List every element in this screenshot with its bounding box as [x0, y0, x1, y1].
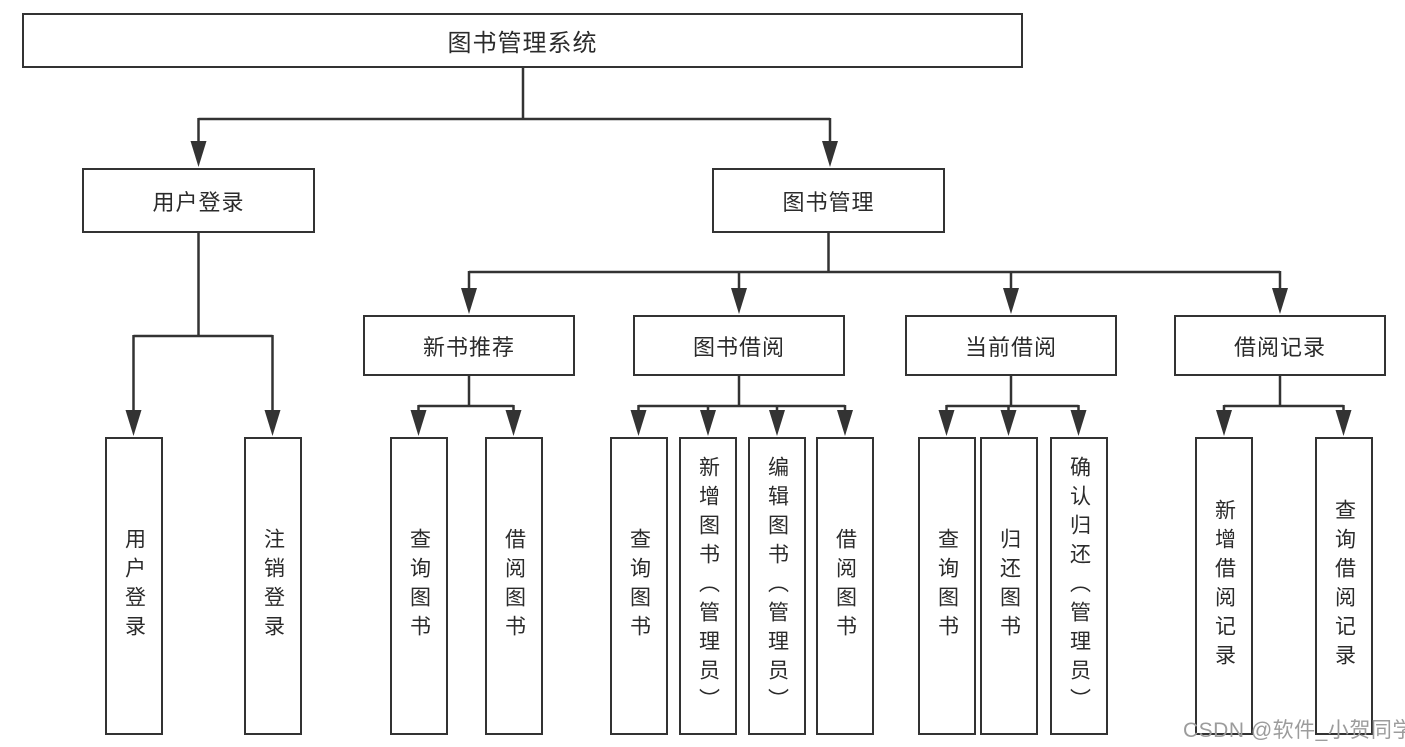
- leaf-query-books-borrowing: 查询图书: [610, 437, 668, 735]
- leaf-logout-login: 注销登录: [244, 437, 302, 735]
- leaf-confirm-return-admin: 确认归还（管理员）: [1050, 437, 1108, 735]
- leaf-add-borrow-record: 新增借阅记录: [1195, 437, 1253, 735]
- leaf-edit-books-admin: 编辑图书（管理员）: [748, 437, 806, 735]
- node-book-management: 图书管理: [712, 168, 945, 233]
- leaf-borrow-books-recommend: 借阅图书: [485, 437, 543, 735]
- node-library-management-system: 图书管理系统: [22, 13, 1023, 68]
- watermark-csdn: CSDN @软件_小贺同学: [1183, 719, 1405, 742]
- leaf-query-books-recommend: 查询图书: [390, 437, 448, 735]
- leaf-query-books-current: 查询图书: [918, 437, 976, 735]
- node-current-borrowing: 当前借阅: [905, 315, 1117, 376]
- leaf-add-books-admin: 新增图书（管理员）: [679, 437, 737, 735]
- leaf-return-books: 归还图书: [980, 437, 1038, 735]
- leaf-user-login: 用户登录: [105, 437, 163, 735]
- node-user-login: 用户登录: [82, 168, 315, 233]
- node-borrowing-records: 借阅记录: [1174, 315, 1386, 376]
- node-new-book-recommendation: 新书推荐: [363, 315, 575, 376]
- node-book-borrowing: 图书借阅: [633, 315, 845, 376]
- leaf-query-borrow-record: 查询借阅记录: [1315, 437, 1373, 735]
- leaf-borrow-books: 借阅图书: [816, 437, 874, 735]
